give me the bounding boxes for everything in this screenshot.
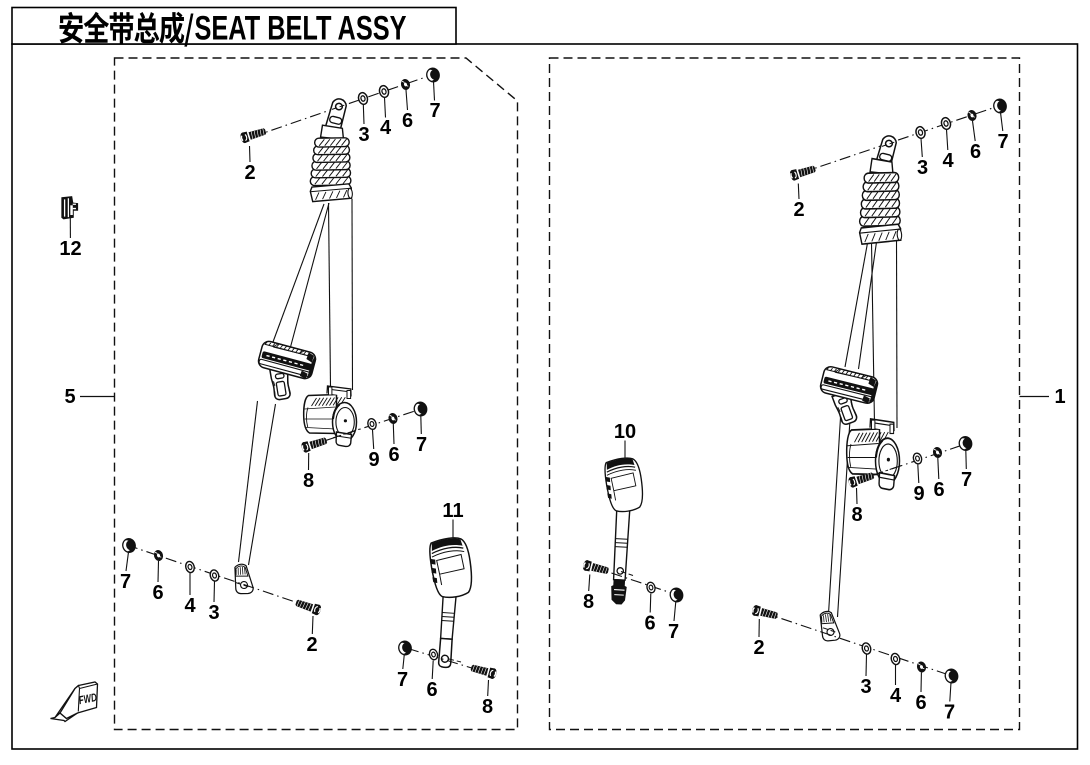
svg-text:7: 7 [120, 571, 131, 593]
svg-text:12: 12 [59, 238, 81, 260]
svg-text:7: 7 [944, 702, 955, 724]
svg-text:6: 6 [152, 582, 163, 604]
svg-text:6: 6 [426, 679, 437, 701]
svg-text:7: 7 [961, 469, 972, 491]
svg-text:6: 6 [970, 141, 981, 163]
svg-text:1: 1 [1054, 386, 1065, 408]
svg-text:2: 2 [244, 162, 255, 184]
svg-text:9: 9 [368, 449, 379, 471]
svg-text:6: 6 [402, 110, 413, 132]
svg-text:3: 3 [208, 602, 219, 624]
svg-text:7: 7 [997, 131, 1008, 153]
svg-text:SEAT BELT ASSY: SEAT BELT ASSY [195, 10, 407, 48]
svg-text:10: 10 [614, 421, 636, 443]
svg-text:7: 7 [397, 669, 408, 691]
svg-text:6: 6 [388, 444, 399, 466]
svg-text:4: 4 [890, 685, 902, 707]
svg-text:4: 4 [184, 595, 196, 617]
svg-text:6: 6 [915, 692, 926, 714]
svg-text:6: 6 [644, 613, 655, 635]
svg-text:6: 6 [933, 479, 944, 501]
svg-text:7: 7 [416, 434, 427, 456]
svg-text:4: 4 [380, 117, 392, 139]
svg-text:9: 9 [913, 483, 924, 505]
svg-text:3: 3 [860, 676, 871, 698]
svg-text:11: 11 [442, 500, 463, 522]
svg-text:3: 3 [358, 124, 369, 146]
svg-text:7: 7 [429, 100, 440, 122]
svg-text:8: 8 [482, 696, 493, 718]
svg-text:4: 4 [942, 150, 954, 172]
svg-text:2: 2 [306, 634, 317, 656]
svg-text:3: 3 [917, 157, 928, 179]
svg-text:8: 8 [851, 504, 862, 526]
svg-text:8: 8 [303, 470, 314, 492]
svg-text:2: 2 [753, 637, 764, 659]
svg-text:2: 2 [793, 199, 804, 221]
svg-text:5: 5 [64, 386, 75, 408]
svg-text:8: 8 [583, 591, 594, 613]
svg-text:7: 7 [668, 621, 679, 643]
